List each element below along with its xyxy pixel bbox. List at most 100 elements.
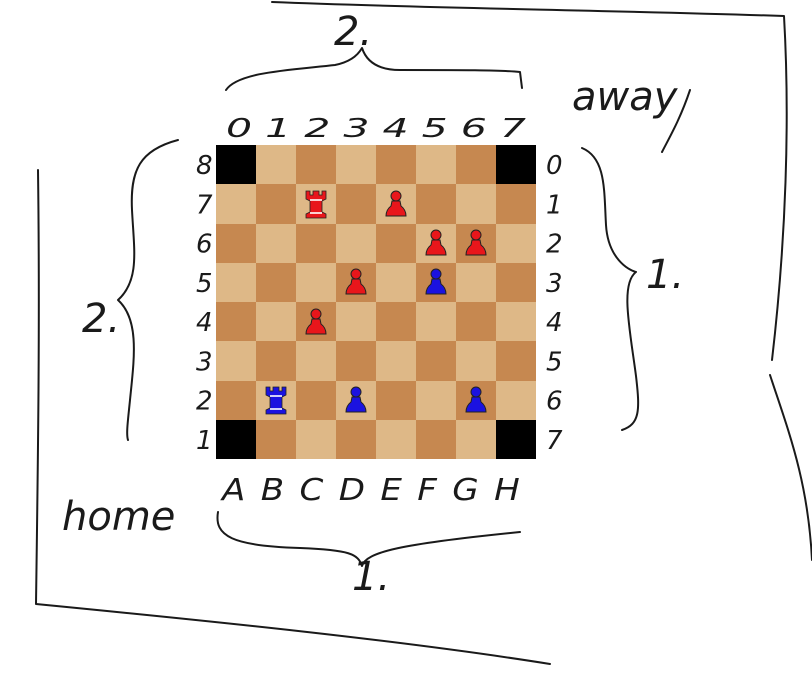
row-number-3: 3	[546, 269, 563, 299]
square-b3[interactable]	[256, 341, 296, 381]
square-a8[interactable]	[216, 145, 256, 185]
square-c3[interactable]	[296, 341, 336, 381]
square-h8[interactable]	[496, 145, 536, 185]
right-brace	[581, 147, 640, 431]
square-d4[interactable]	[336, 302, 376, 342]
away-label: away	[572, 74, 679, 120]
bottom-brace	[216, 511, 521, 567]
red-pawn-icon[interactable]	[421, 227, 451, 259]
square-a7[interactable]	[216, 184, 256, 224]
blue-rook-icon[interactable]	[261, 384, 291, 416]
blue-pawn-icon[interactable]	[421, 266, 451, 298]
square-a2[interactable]	[216, 380, 256, 420]
red-rook-icon[interactable]	[301, 188, 331, 220]
square-e4[interactable]	[376, 302, 416, 342]
rank-label-7: 7	[196, 190, 213, 220]
square-g4[interactable]	[456, 302, 496, 342]
blue-pawn-icon[interactable]	[341, 384, 371, 416]
square-h6[interactable]	[496, 223, 536, 263]
square-b6[interactable]	[256, 223, 296, 263]
square-b8[interactable]	[256, 145, 296, 185]
square-h7[interactable]	[496, 184, 536, 224]
square-c2[interactable]	[296, 380, 336, 420]
square-f3[interactable]	[416, 341, 456, 381]
row-number-0: 0	[546, 151, 563, 181]
right-count-label: 1.	[646, 252, 684, 298]
square-e5[interactable]	[376, 262, 416, 302]
square-h3[interactable]	[496, 341, 536, 381]
square-a4[interactable]	[216, 302, 256, 342]
square-b7[interactable]	[256, 184, 296, 224]
red-pawn-icon[interactable]	[381, 188, 411, 220]
square-f2[interactable]	[416, 380, 456, 420]
square-f6[interactable]	[416, 223, 456, 263]
square-a1[interactable]	[216, 419, 256, 459]
rank-label-2: 2	[196, 387, 213, 417]
square-d5[interactable]	[336, 262, 376, 302]
square-f8[interactable]	[416, 145, 456, 185]
square-b5[interactable]	[256, 262, 296, 302]
square-g7[interactable]	[456, 184, 496, 224]
square-g5[interactable]	[456, 262, 496, 302]
rank-label-4: 4	[196, 308, 213, 338]
row-number-2: 2	[546, 230, 563, 260]
square-c8[interactable]	[296, 145, 336, 185]
square-d8[interactable]	[336, 145, 376, 185]
square-g8[interactable]	[456, 145, 496, 185]
square-b2[interactable]	[256, 380, 296, 420]
square-d7[interactable]	[336, 184, 376, 224]
rank-label-6: 6	[196, 230, 213, 260]
left-brace	[117, 139, 179, 441]
square-a6[interactable]	[216, 223, 256, 263]
rank-label-1: 1	[196, 426, 213, 456]
square-e2[interactable]	[376, 380, 416, 420]
square-h4[interactable]	[496, 302, 536, 342]
row-number-1: 1	[546, 190, 563, 220]
square-b4[interactable]	[256, 302, 296, 342]
square-f7[interactable]	[416, 184, 456, 224]
square-e1[interactable]	[376, 419, 416, 459]
square-g3[interactable]	[456, 341, 496, 381]
blue-pawn-icon[interactable]	[461, 384, 491, 416]
square-h5[interactable]	[496, 262, 536, 302]
square-e7[interactable]	[376, 184, 416, 224]
square-e8[interactable]	[376, 145, 416, 185]
outer-frame	[35, 1, 812, 665]
square-d1[interactable]	[336, 419, 376, 459]
square-f5[interactable]	[416, 262, 456, 302]
square-a3[interactable]	[216, 341, 256, 381]
square-e3[interactable]	[376, 341, 416, 381]
rank-label-5: 5	[196, 269, 213, 299]
row-number-4: 4	[546, 308, 563, 338]
chess-board	[216, 145, 536, 459]
square-c6[interactable]	[296, 223, 336, 263]
rank-label-8: 8	[196, 151, 213, 181]
rank-label-3: 3	[196, 347, 213, 377]
square-b1[interactable]	[256, 419, 296, 459]
square-d2[interactable]	[336, 380, 376, 420]
away-swash	[661, 89, 691, 153]
square-f4[interactable]	[416, 302, 456, 342]
square-c4[interactable]	[296, 302, 336, 342]
square-e6[interactable]	[376, 223, 416, 263]
bottom-count-label: 1.	[352, 554, 390, 600]
square-c5[interactable]	[296, 262, 336, 302]
row-number-5: 5	[546, 347, 563, 377]
square-g6[interactable]	[456, 223, 496, 263]
row-number-7: 7	[546, 426, 563, 456]
square-d3[interactable]	[336, 341, 376, 381]
square-h1[interactable]	[496, 419, 536, 459]
red-pawn-icon[interactable]	[301, 306, 331, 338]
square-g2[interactable]	[456, 380, 496, 420]
square-c1[interactable]	[296, 419, 336, 459]
square-c7[interactable]	[296, 184, 336, 224]
red-pawn-icon[interactable]	[341, 266, 371, 298]
square-g1[interactable]	[456, 419, 496, 459]
square-h2[interactable]	[496, 380, 536, 420]
red-pawn-icon[interactable]	[461, 227, 491, 259]
square-d6[interactable]	[336, 223, 376, 263]
square-f1[interactable]	[416, 419, 456, 459]
square-a5[interactable]	[216, 262, 256, 302]
